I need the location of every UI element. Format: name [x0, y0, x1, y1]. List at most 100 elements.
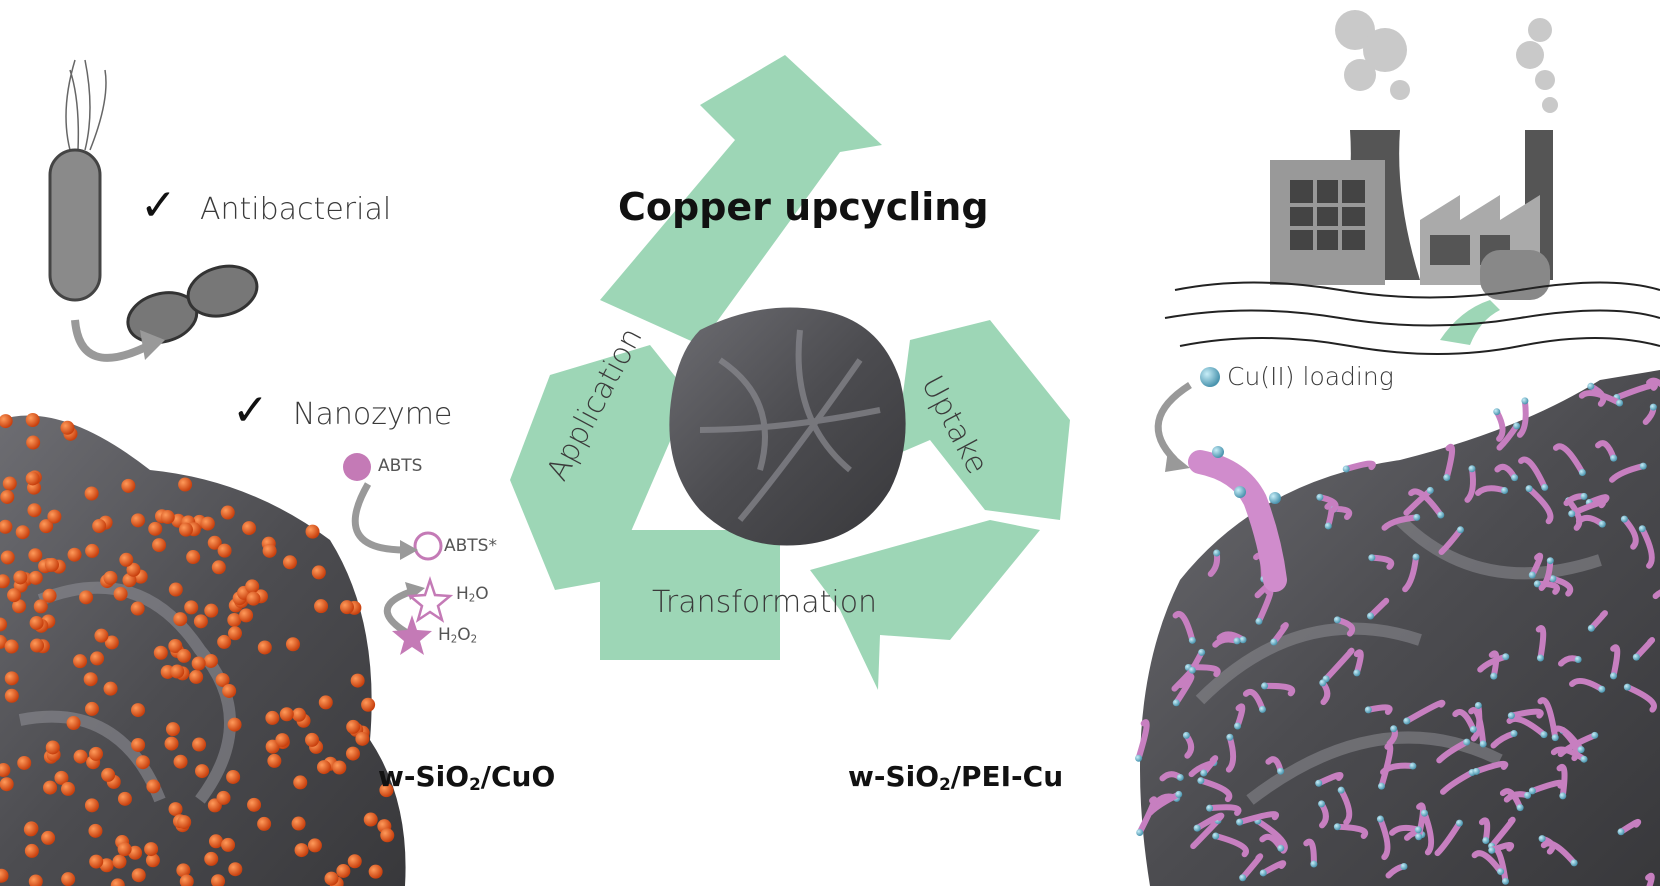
cuo-nanoparticle — [131, 513, 146, 528]
pei-chain — [1557, 732, 1598, 758]
cu-ion — [1591, 731, 1599, 739]
cu-ion — [1570, 859, 1578, 867]
cu-ion — [1197, 777, 1205, 785]
pei-chain — [1403, 699, 1446, 725]
cuo-nanoparticle — [88, 823, 103, 838]
cu-ion — [1610, 672, 1618, 680]
pei-chain — [1569, 677, 1605, 693]
pei-chain — [1200, 755, 1219, 777]
cuo-nanoparticle — [24, 843, 39, 858]
cuo-nanoparticle — [345, 746, 360, 761]
pei-chain — [1206, 804, 1242, 817]
cuo-nanoparticle — [246, 591, 261, 606]
cuo-nanoparticle — [227, 717, 242, 732]
cuo-nanoparticle — [131, 737, 146, 752]
cuo-nanoparticle — [0, 414, 13, 429]
cu-ion — [1549, 575, 1557, 583]
cuo-nanoparticle — [305, 732, 320, 747]
cu-ion — [1261, 682, 1269, 690]
pei-chain — [1471, 850, 1504, 875]
cuo-nanoparticle — [217, 634, 232, 649]
cuo-nanoparticle — [103, 681, 118, 696]
cuo-nanoparticle — [79, 590, 94, 605]
cu-ion — [1510, 730, 1518, 738]
cu-ion — [1239, 636, 1247, 644]
label-cuo-material: w-SiO2/CuO — [378, 760, 556, 795]
pei-chain — [1565, 497, 1583, 531]
cuo-nanoparticle — [67, 547, 82, 562]
cu-ion — [1415, 833, 1423, 841]
cuo-nanoparticle — [104, 635, 119, 650]
cuo-nanoparticle — [208, 834, 223, 849]
cuo-nanoparticle — [275, 733, 290, 748]
cuo-nanoparticle — [170, 664, 185, 679]
cuo-nanoparticle — [15, 525, 30, 540]
cuo-nanoparticle — [177, 815, 192, 830]
pei-chain — [1239, 853, 1264, 881]
cu-ion — [1524, 791, 1532, 799]
arrow-uptake — [895, 320, 1070, 520]
pei-chain — [1609, 463, 1647, 483]
cu-ion — [1420, 809, 1428, 817]
pei-chain — [1381, 514, 1420, 531]
cuo-nanoparticle — [61, 781, 76, 796]
cuo-nanoparticle — [215, 672, 230, 687]
cuo-nanoparticle — [228, 862, 243, 877]
cuo-nanoparticle — [222, 683, 237, 698]
cuo-nanoparticle — [27, 503, 42, 518]
cu-ion — [1226, 733, 1234, 741]
cuo-nanoparticle — [17, 755, 32, 770]
cuo-nanoparticle — [23, 822, 38, 837]
pei-chain — [1645, 872, 1655, 886]
cuo-nanoparticle — [314, 599, 329, 614]
cu-ion — [1364, 706, 1372, 714]
cuo-nanoparticle — [2, 476, 17, 491]
pei-chain — [1499, 788, 1524, 811]
cu-ion — [1513, 422, 1521, 430]
pei-chain — [1588, 610, 1608, 632]
cu-ion — [1490, 672, 1498, 680]
cuo-nanoparticle — [324, 871, 339, 886]
pei-chain — [1367, 597, 1390, 620]
pei-chain — [1478, 817, 1491, 844]
cuo-nanoparticle — [113, 586, 128, 601]
pei-chains — [1135, 377, 1660, 886]
cu-ion — [1472, 767, 1480, 775]
cuo-nanoparticle — [148, 521, 163, 536]
cu-ion — [1551, 734, 1559, 742]
cuo-silica-particle — [0, 412, 406, 886]
arrow-application — [600, 55, 882, 345]
cu-ion — [1443, 474, 1451, 482]
cuo-nanoparticle — [192, 737, 207, 752]
cuo-nanoparticle — [363, 812, 378, 827]
pei-chain — [1470, 702, 1483, 742]
pei-chain — [1135, 719, 1150, 762]
pei-chain — [1365, 704, 1393, 715]
pei-chain — [1255, 587, 1274, 625]
cu-ion — [1342, 465, 1350, 473]
pei-chain — [1270, 622, 1289, 646]
cuo-nanoparticle — [0, 574, 10, 589]
cuo-nanoparticle — [119, 552, 134, 567]
cuo-nanoparticle — [28, 570, 43, 585]
cuo-nanoparticle — [339, 600, 354, 615]
cu-ion — [1580, 755, 1588, 763]
cuo-nanoparticle — [60, 420, 75, 435]
cu-ion — [1212, 832, 1220, 840]
cu-ion — [1598, 685, 1606, 693]
cuo-nanoparticle — [101, 767, 116, 782]
pei-chain — [1578, 390, 1623, 407]
cuo-nanoparticle — [84, 486, 99, 501]
cuo-nanoparticle — [131, 703, 146, 718]
cuo-nanoparticle — [279, 707, 294, 722]
cuo-nanoparticle — [29, 615, 44, 630]
cu-ion — [1176, 773, 1184, 781]
cuo-nanoparticle — [0, 777, 14, 792]
arrow-transformation-tail — [810, 520, 1040, 690]
check-icon: ✓ — [232, 385, 269, 436]
cuo-nanoparticle — [13, 570, 28, 585]
cuo-nanoparticle — [121, 478, 136, 493]
cu-ion — [1455, 819, 1463, 827]
cu-ion — [1413, 513, 1421, 521]
cuo-nanoparticle — [257, 816, 272, 831]
